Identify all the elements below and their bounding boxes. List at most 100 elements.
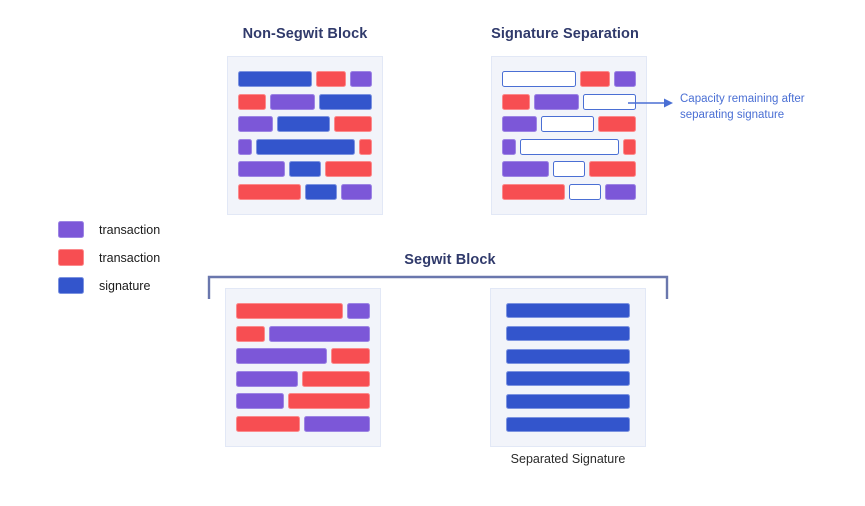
block-cell-red: [588, 161, 636, 178]
signature-separation-panel: [491, 56, 647, 215]
separated-signature-panel: [490, 288, 646, 447]
block-cell-purple: [303, 415, 370, 432]
block-row: [238, 161, 372, 178]
segwit-grouping-bracket: [207, 275, 669, 299]
block-cell-purple: [238, 116, 273, 133]
block-row: [506, 348, 630, 364]
block-row: [506, 394, 630, 410]
block-cell-hollow: [569, 183, 601, 200]
block-cell-red: [238, 183, 301, 200]
block-cell-red: [324, 161, 372, 178]
legend-item-transaction-purple: transaction: [58, 221, 160, 238]
segwit-block-panel: [225, 288, 381, 447]
block-row: [236, 393, 370, 410]
block-cell-blue: [277, 116, 331, 133]
block-cell-purple: [502, 161, 550, 178]
block-cell-purple: [502, 116, 537, 133]
block-cell-red: [334, 116, 372, 133]
block-row: [506, 416, 630, 432]
legend-label-signature-blue: signature: [99, 278, 151, 293]
block-row: [238, 116, 372, 133]
block-row: [238, 183, 372, 200]
block-row: [502, 161, 636, 178]
block-cell-purple: [269, 93, 315, 110]
block-cell-purple: [236, 370, 299, 387]
annotation-connector-arrow: [628, 98, 673, 108]
block-cell-red: [359, 138, 372, 155]
block-row: [238, 71, 372, 88]
block-row: [502, 138, 636, 155]
block-row: [506, 325, 630, 341]
capacity-remaining-annotation: Capacity remaining after separating sign…: [680, 93, 805, 121]
block-row: [236, 303, 370, 320]
nonsegwit-block-rows: [228, 57, 382, 214]
legend: transaction transaction signature: [58, 221, 160, 305]
legend-swatch-purple: [58, 221, 84, 238]
legend-swatch-red: [58, 249, 84, 266]
block-cell-blue: [506, 416, 630, 432]
block-cell-purple: [604, 183, 636, 200]
block-cell-red: [302, 370, 370, 387]
block-cell-purple: [236, 348, 327, 365]
block-cell-red: [287, 393, 370, 410]
block-cell-hollow: [582, 93, 636, 110]
block-cell-blue: [506, 325, 630, 341]
block-cell-red: [502, 93, 530, 110]
block-cell-purple: [502, 138, 517, 155]
block-row: [236, 348, 370, 365]
legend-swatch-blue: [58, 277, 84, 294]
nonsegwit-block-title: Non-Segwit Block: [242, 26, 368, 42]
block-row: [236, 325, 370, 342]
block-cell-hollow: [541, 116, 595, 133]
nonsegwit-block-panel: [227, 56, 383, 215]
block-cell-blue: [256, 138, 356, 155]
block-cell-red: [580, 71, 610, 88]
block-row: [238, 138, 372, 155]
block-cell-purple: [346, 303, 370, 320]
legend-item-signature-blue: signature: [58, 277, 160, 294]
block-cell-purple: [268, 325, 370, 342]
block-cell-red: [330, 348, 370, 365]
legend-label-transaction-purple: transaction: [99, 222, 161, 237]
block-row: [506, 371, 630, 387]
block-cell-purple: [236, 393, 284, 410]
signature-separation-title: Signature Separation: [491, 26, 639, 42]
block-cell-blue: [506, 394, 630, 410]
separated-signature-caption: Separated Signature: [510, 452, 626, 466]
block-cell-red: [502, 183, 565, 200]
block-cell-purple: [238, 138, 253, 155]
block-cell-blue: [238, 71, 313, 88]
block-cell-red: [598, 116, 636, 133]
block-cell-red: [316, 71, 346, 88]
block-cell-hollow: [502, 71, 577, 88]
signature-separation-rows: [492, 57, 646, 214]
block-row: [502, 183, 636, 200]
block-cell-purple: [533, 93, 579, 110]
block-cell-blue: [506, 303, 630, 318]
block-row: [502, 116, 636, 133]
block-cell-red: [236, 303, 343, 320]
block-cell-red: [623, 138, 636, 155]
block-cell-blue: [318, 93, 372, 110]
block-row: [502, 71, 636, 88]
block-cell-blue: [305, 183, 337, 200]
block-cell-purple: [349, 71, 372, 88]
segwit-block-title: Segwit Block: [404, 252, 496, 268]
block-row: [238, 93, 372, 110]
block-row: [236, 415, 370, 432]
block-cell-hollow: [553, 161, 585, 178]
block-cell-purple: [238, 161, 286, 178]
block-cell-red: [236, 415, 300, 432]
segwit-block-rows: [226, 289, 380, 446]
block-cell-red: [236, 325, 265, 342]
block-row: [236, 370, 370, 387]
block-row: [506, 303, 630, 318]
separated-signature-rows: [491, 289, 645, 446]
block-cell-blue: [506, 348, 630, 364]
block-cell-red: [238, 93, 266, 110]
block-cell-blue: [289, 161, 321, 178]
block-cell-purple: [613, 71, 636, 88]
block-cell-hollow: [520, 138, 620, 155]
legend-label-transaction-red: transaction: [99, 250, 161, 265]
